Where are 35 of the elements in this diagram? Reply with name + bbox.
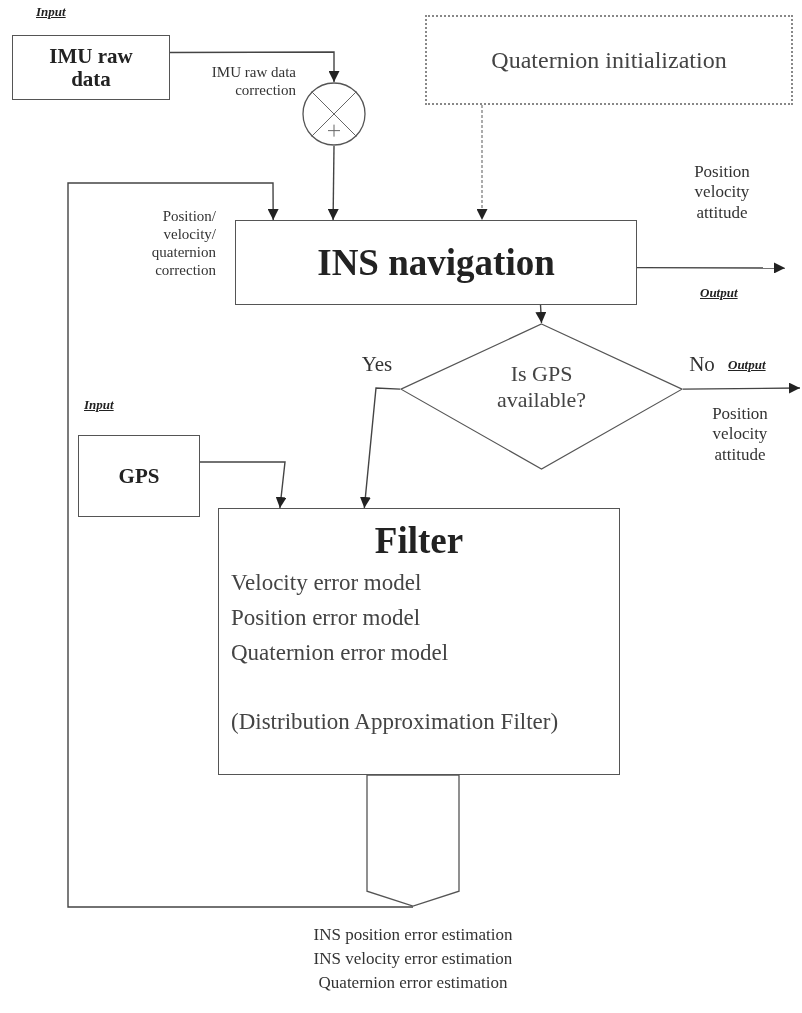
node-text: Filter <box>374 519 464 562</box>
input-box <box>78 435 200 517</box>
arrow <box>67 182 414 908</box>
section-tag: Input <box>36 4 66 20</box>
arrow <box>199 461 287 509</box>
arrow <box>476 104 488 221</box>
node-text: GPS <box>118 463 160 489</box>
node-text: Velocity error model <box>231 570 422 596</box>
off-page-connector <box>366 775 460 907</box>
node-text: (Distribution Approximation Filter) <box>231 709 559 735</box>
initialization-box <box>425 15 793 105</box>
output-text: INS position error estimation <box>312 925 514 945</box>
section-tag: Input <box>84 397 114 413</box>
node-text: INS navigation <box>317 241 555 284</box>
section-tag: Output <box>700 285 738 301</box>
node-text: Quaternion error model <box>231 640 449 666</box>
input-box <box>12 35 170 100</box>
node-text: Quaternion initialization <box>491 46 727 74</box>
arrow <box>359 387 401 509</box>
arrow <box>535 304 547 324</box>
section-tag: Output <box>728 357 766 373</box>
arrow <box>169 51 340 83</box>
arrow <box>327 145 339 221</box>
output-text: Quaternion error estimation <box>317 973 509 993</box>
output-text: Position velocity attitude <box>711 404 769 466</box>
node-text: Position error model <box>231 605 421 631</box>
process-box <box>235 220 637 305</box>
decision-diamond <box>400 323 683 470</box>
output-text: INS velocity error estimation <box>312 949 514 969</box>
arrow <box>636 262 786 274</box>
node-text: IMU raw data <box>48 45 134 90</box>
arrow <box>682 382 801 394</box>
summing-junction <box>302 82 366 146</box>
node-text: Is GPS available? <box>495 361 588 412</box>
filter-box <box>218 508 620 775</box>
